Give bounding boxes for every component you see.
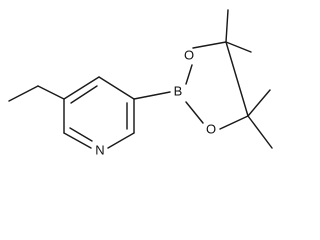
methyl-bond-lower-bottom xyxy=(247,115,273,149)
ring-to-boron-bond xyxy=(133,91,171,100)
methyl-bond-upper-left xyxy=(225,9,229,43)
ring-double-bond-inner-bottom xyxy=(69,127,93,142)
chemical-structure-diagram: N B O O xyxy=(8,9,273,157)
ring-bond-n-c5 xyxy=(63,132,92,149)
ring-bond-c6-c1 xyxy=(63,76,100,100)
nitrogen-atom-label: N xyxy=(95,142,104,157)
ethyl-bond-terminal xyxy=(8,85,39,102)
structure-canvas: N B O O xyxy=(8,9,273,158)
ring-bond-c1-c2 xyxy=(98,76,135,100)
oxygen-upper-atom-label: O xyxy=(184,47,194,62)
boron-oxygen-lower-bond xyxy=(185,101,204,124)
ring-bond-c3-n xyxy=(107,132,135,149)
oxygen-lower-carbon-bond xyxy=(219,115,249,130)
ring-double-bond-inner-left xyxy=(70,85,98,104)
quaternary-carbon-bridge-bond xyxy=(225,41,249,117)
boron-oxygen-upper-bond xyxy=(185,64,193,85)
ethyl-bond-ring xyxy=(37,85,65,100)
methyl-bond-upper-right xyxy=(225,41,252,53)
methyl-bond-lower-right xyxy=(247,89,271,117)
boron-atom-label: B xyxy=(174,83,183,98)
oxygen-upper-carbon-bond xyxy=(192,41,227,49)
oxygen-lower-atom-label: O xyxy=(206,121,216,136)
